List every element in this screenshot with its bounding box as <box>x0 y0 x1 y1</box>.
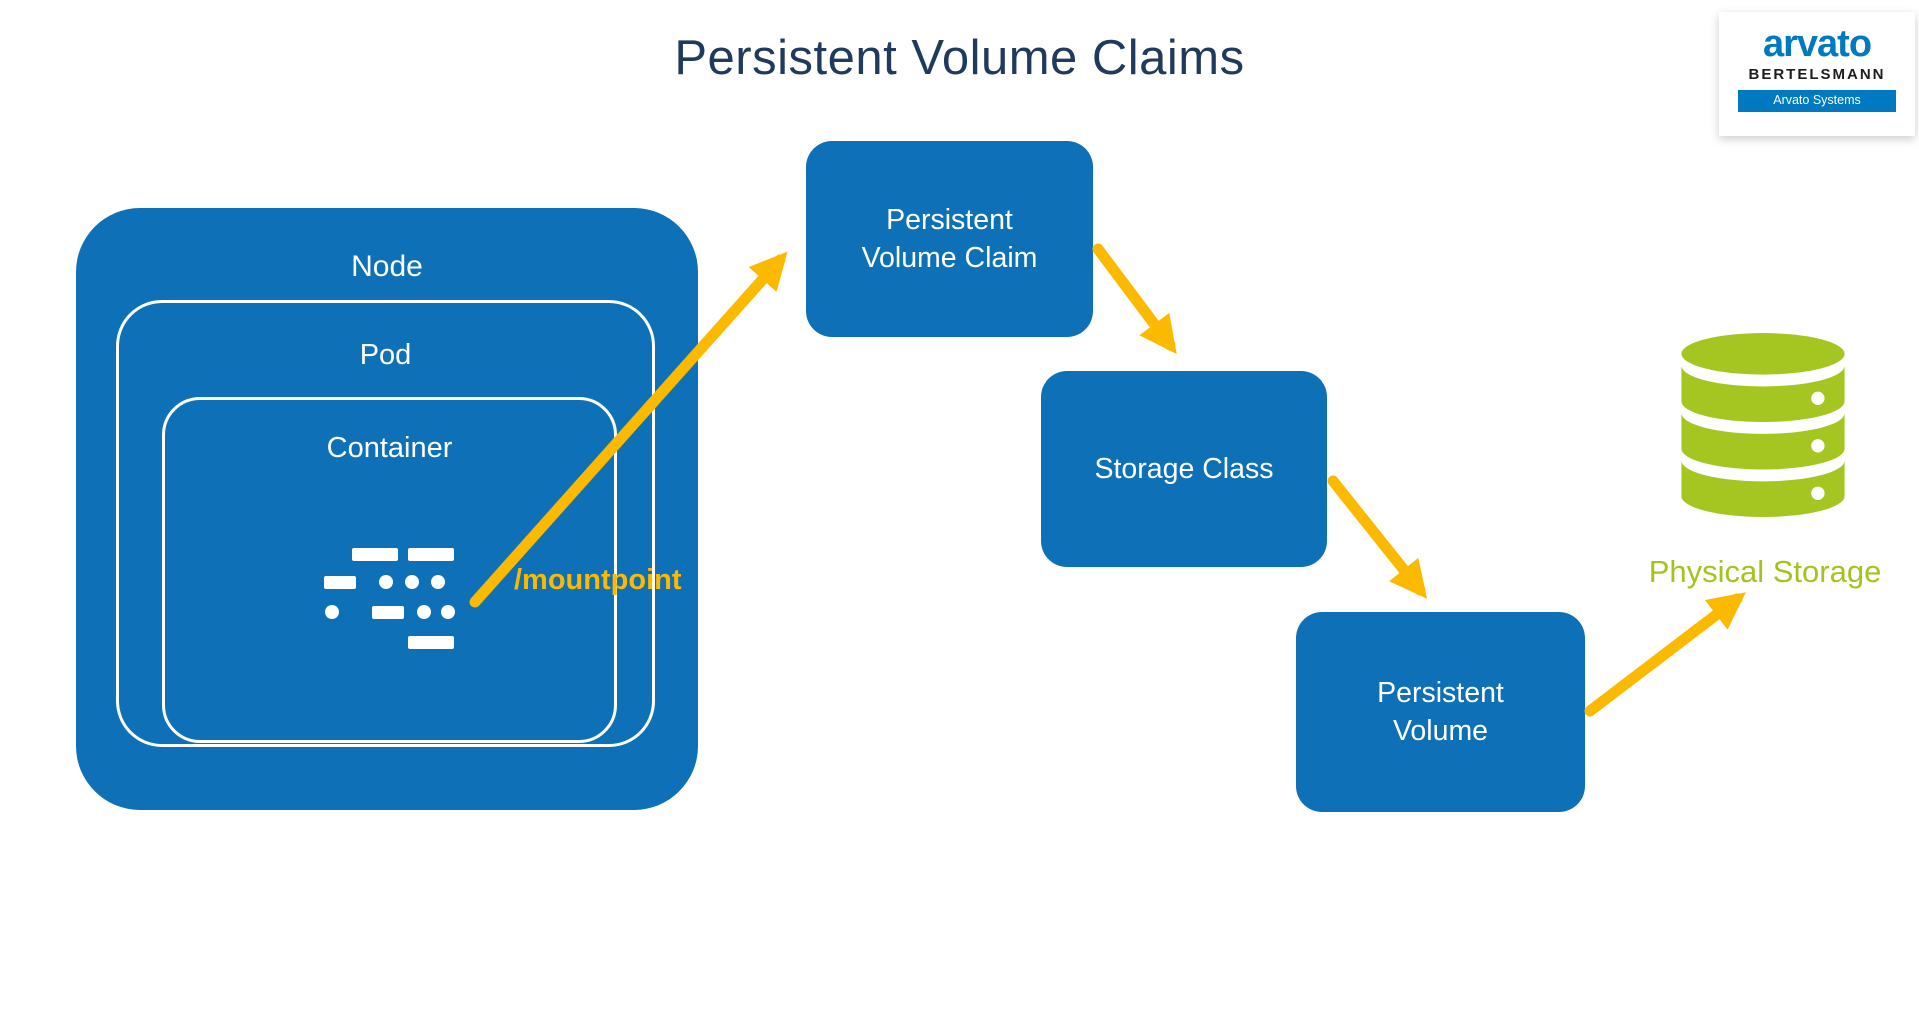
container-box: Container <box>162 397 617 743</box>
logo-brand: arvato <box>1762 23 1872 65</box>
page-title: Persistent Volume Claims <box>674 31 1245 85</box>
arrow-pvc-to-storage-class <box>1092 243 1177 354</box>
node-box: Node Pod Container <box>76 208 698 810</box>
storage-class-label: Storage Class <box>1094 452 1274 485</box>
arrow-pv-to-physical-storage <box>1584 592 1746 717</box>
pod-label: Pod <box>359 339 412 371</box>
pod-box: Pod Container <box>116 300 655 747</box>
persistent-volume-label: Persistent Volume <box>1377 676 1504 747</box>
logo-card: arvato BERTELSMANN Arvato Systems <box>1719 12 1915 136</box>
mountpoint-label: /mountpoint <box>514 564 682 596</box>
container-label: Container <box>326 432 453 464</box>
persistent-volume-claim-label: Persistent Volume Claim <box>861 203 1038 274</box>
arrow-storage-class-to-pv <box>1327 475 1427 599</box>
node-label: Node <box>351 250 423 283</box>
persistent-volume-box: Persistent Volume <box>1296 612 1585 812</box>
logo-ribbon: Arvato Systems <box>1738 90 1896 112</box>
logo-group: BERTELSMANN <box>1748 66 1886 83</box>
mountpoint-icon <box>324 544 474 656</box>
database-icon <box>1674 330 1852 528</box>
storage-class-box: Storage Class <box>1041 371 1327 567</box>
persistent-volume-claim-box: Persistent Volume Claim <box>806 141 1093 337</box>
physical-storage-label: Physical Storage <box>1648 554 1882 589</box>
